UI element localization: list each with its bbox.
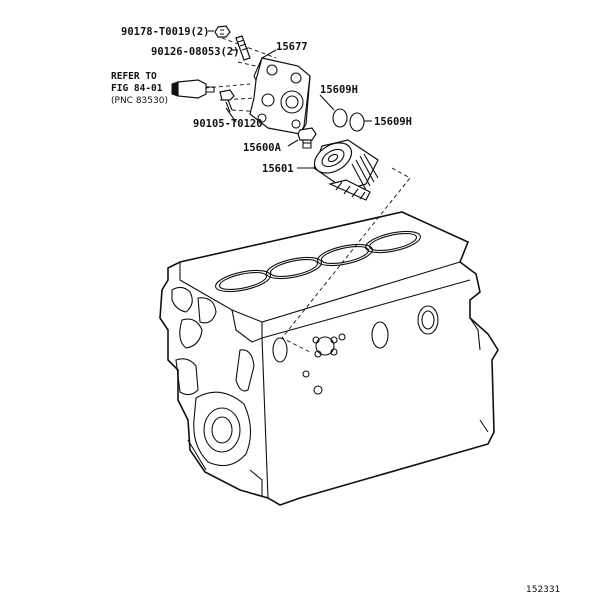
label-90178: 90178-T0019(2) xyxy=(121,26,210,38)
label-90105: 90105-T0120 xyxy=(193,118,263,130)
o-rings xyxy=(332,108,365,132)
figure-number: 152331 xyxy=(526,585,560,595)
label-15601: 15601 xyxy=(262,163,294,175)
label-90126: 90126-08053(2) xyxy=(151,46,240,58)
cylinder-bores xyxy=(214,230,422,293)
bolt-90178-part xyxy=(214,25,231,38)
union-15600a-part xyxy=(297,127,317,149)
stud-90126-part xyxy=(235,35,251,61)
label-15609h-lower: 15609H xyxy=(374,116,412,128)
label-refer-line3: (PNC 83530) xyxy=(111,96,168,106)
part-labels: 90178-T0019(2) 90126-08053(2) 15677 REFE… xyxy=(111,26,560,595)
label-refer-line1: REFER TO xyxy=(111,71,157,82)
label-refer-line2: FIG 84-01 xyxy=(111,83,163,94)
bolt-90105-part xyxy=(219,89,235,113)
oil-filter-bracket xyxy=(249,57,311,135)
leader-lines xyxy=(208,30,372,169)
oil-pressure-switch xyxy=(171,79,215,99)
oil-filter xyxy=(313,139,379,201)
label-15600a: 15600A xyxy=(243,142,282,154)
label-15609h-upper: 15609H xyxy=(320,84,358,96)
label-15677: 15677 xyxy=(276,41,308,53)
engine-block xyxy=(159,211,499,506)
filter-mount-boss xyxy=(302,333,346,395)
